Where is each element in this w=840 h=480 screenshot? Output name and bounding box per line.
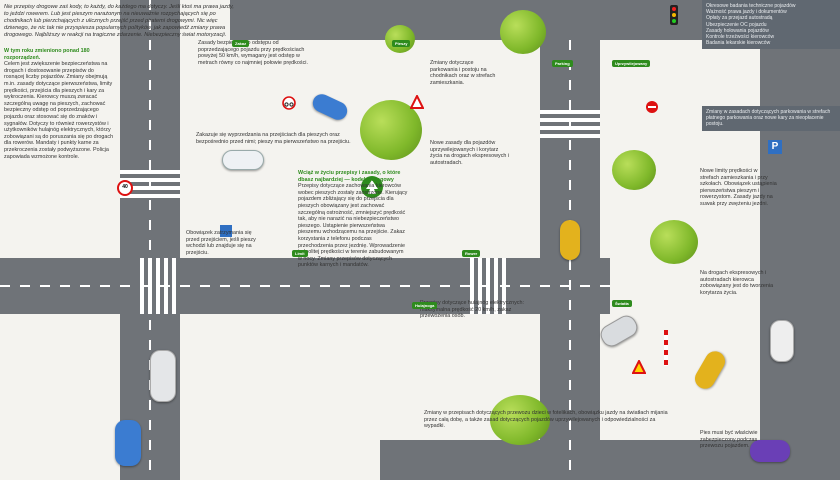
road-right-vertical <box>760 0 840 480</box>
lane-marking <box>569 40 571 480</box>
callout-text: Obowiązek zatrzymania się przed przejści… <box>186 230 256 256</box>
label-tag: Limit <box>292 250 308 257</box>
label-tag: Zakaz <box>232 40 250 47</box>
callout: Zasady bezpiecznego odstępu od poprzedza… <box>198 40 308 66</box>
bottom-note-text: Zmiany w przepisach dotyczących przewozu… <box>424 410 668 430</box>
sidebar-item: Zasady holowania pojazdów <box>706 27 769 34</box>
tree <box>650 220 698 264</box>
eco-badge-icon <box>361 176 383 198</box>
crosswalk <box>540 110 600 140</box>
right-text-3: Pies musi być właściwie zabezpieczony po… <box>700 430 758 450</box>
sidebar-note: Zmiany w zasadach dotyczących parkowania… <box>702 106 840 131</box>
label-tag: Parking <box>552 60 573 67</box>
callout-text: Przepisy dotyczące hulajnóg elektrycznyc… <box>420 300 524 320</box>
sidebar-item: Okresowe badania techniczne pojazdów <box>706 3 796 9</box>
label-tag: Uprzywilejowany <box>612 60 651 67</box>
sidebar-note-text: Zmiany w zasadach dotyczących parkowania… <box>706 109 831 128</box>
callout: Zakazuje się wyprzedzania na przejściach… <box>196 132 356 145</box>
right-text-2: Na drogach ekspresowych i autostradach k… <box>700 270 774 296</box>
crosswalk <box>470 258 510 314</box>
car <box>750 440 790 462</box>
callout: Zmiany dotyczące parkowania i postoju na… <box>430 60 500 86</box>
callout-text: Zmiany dotyczące parkowania i postoju na… <box>430 60 496 86</box>
car <box>691 347 729 393</box>
car <box>560 220 580 260</box>
car <box>115 420 141 466</box>
intro-body-text: Celem jest zwiększenie bezpieczeństwa na… <box>4 61 114 160</box>
speed-limit-sign-icon <box>117 180 133 196</box>
intro-lead-text: Nie przepisy drogowe zaś kody, to każdy,… <box>4 4 234 38</box>
warning-sign-icon <box>410 95 424 109</box>
center-article: Wciąż w życiu przepisy i zasady, o które… <box>298 170 408 400</box>
sidebar-item: Kontrole trzeźwości kierowców <box>706 34 775 41</box>
right-column-text: Pies musi być właściwie zabezpieczony po… <box>700 430 770 450</box>
intro-body: W tym roku zmieniono ponad 180 rozporząd… <box>4 48 114 478</box>
callout: Obowiązek zatrzymania się przed przejści… <box>186 230 256 256</box>
car <box>222 150 264 170</box>
center-header: Wciąż w życiu przepisy i zasady, o które… <box>298 170 401 183</box>
lane-marking <box>0 285 610 287</box>
information-sign <box>220 225 232 237</box>
label-tag: Hulajnoga <box>412 302 438 309</box>
intro-lead: Nie przepisy drogowe zaś kody, to każdy,… <box>4 4 234 39</box>
tree <box>360 100 422 160</box>
callout-text: Zakazuje się wyprzedzania na przejściach… <box>196 132 351 145</box>
speed-limit-value: 40 <box>122 184 128 190</box>
right-text-1: Nowe limity prędkości w strefach zamiesz… <box>700 168 777 207</box>
car <box>150 350 176 402</box>
parking-sign: P <box>768 140 782 154</box>
label-tag: Rower <box>462 250 481 257</box>
callout: Nowe zasady dla pojazdów uprzywilejowany… <box>430 140 510 166</box>
warning-sign-icon <box>632 360 646 374</box>
sidebar-item: Ubezpieczenie OC pojazdu <box>706 21 767 28</box>
railway-barrier <box>664 330 668 366</box>
no-entry-sign-icon <box>646 101 658 113</box>
car <box>770 320 794 362</box>
car <box>309 91 351 123</box>
sidebar-list: Okresowe badania techniczne pojazdów Waż… <box>702 0 840 50</box>
tree <box>612 150 656 190</box>
callout-text: Zasady bezpiecznego odstępu od poprzedza… <box>198 40 308 66</box>
sidebar-item: Opłaty za przejazd autostradą <box>706 15 773 22</box>
traffic-light-icon <box>670 5 678 25</box>
label-tag: Światła <box>612 300 632 307</box>
callout-text: Nowe zasady dla pojazdów uprzywilejowany… <box>430 140 510 166</box>
crosswalk <box>140 258 180 314</box>
sidebar-item: Ważność prawa jazdy i dokumentów <box>706 9 787 16</box>
tree <box>490 395 550 445</box>
tree <box>500 10 546 54</box>
bicycle-sign-icon <box>282 96 296 110</box>
callout: Przepisy dotyczące hulajnóg elektrycznyc… <box>420 300 540 320</box>
tree <box>385 25 415 53</box>
sidebar-item: Badania lekarskie kierowców <box>706 40 771 47</box>
right-column-text: Na drogach ekspresowych i autostradach k… <box>700 270 778 296</box>
bottom-note: Zmiany w przepisach dotyczących przewozu… <box>424 410 674 430</box>
center-body: Przepisy dotyczące zachowania kierowców … <box>298 183 408 269</box>
car <box>597 311 641 351</box>
right-column-text: Nowe limity prędkości w strefach zamiesz… <box>700 168 778 208</box>
road-top <box>230 0 760 40</box>
label-tag: Pieszy <box>392 40 411 47</box>
intro-subhead: W tym roku zmieniono ponad 180 rozporząd… <box>4 48 90 61</box>
lane-marking <box>149 0 151 480</box>
